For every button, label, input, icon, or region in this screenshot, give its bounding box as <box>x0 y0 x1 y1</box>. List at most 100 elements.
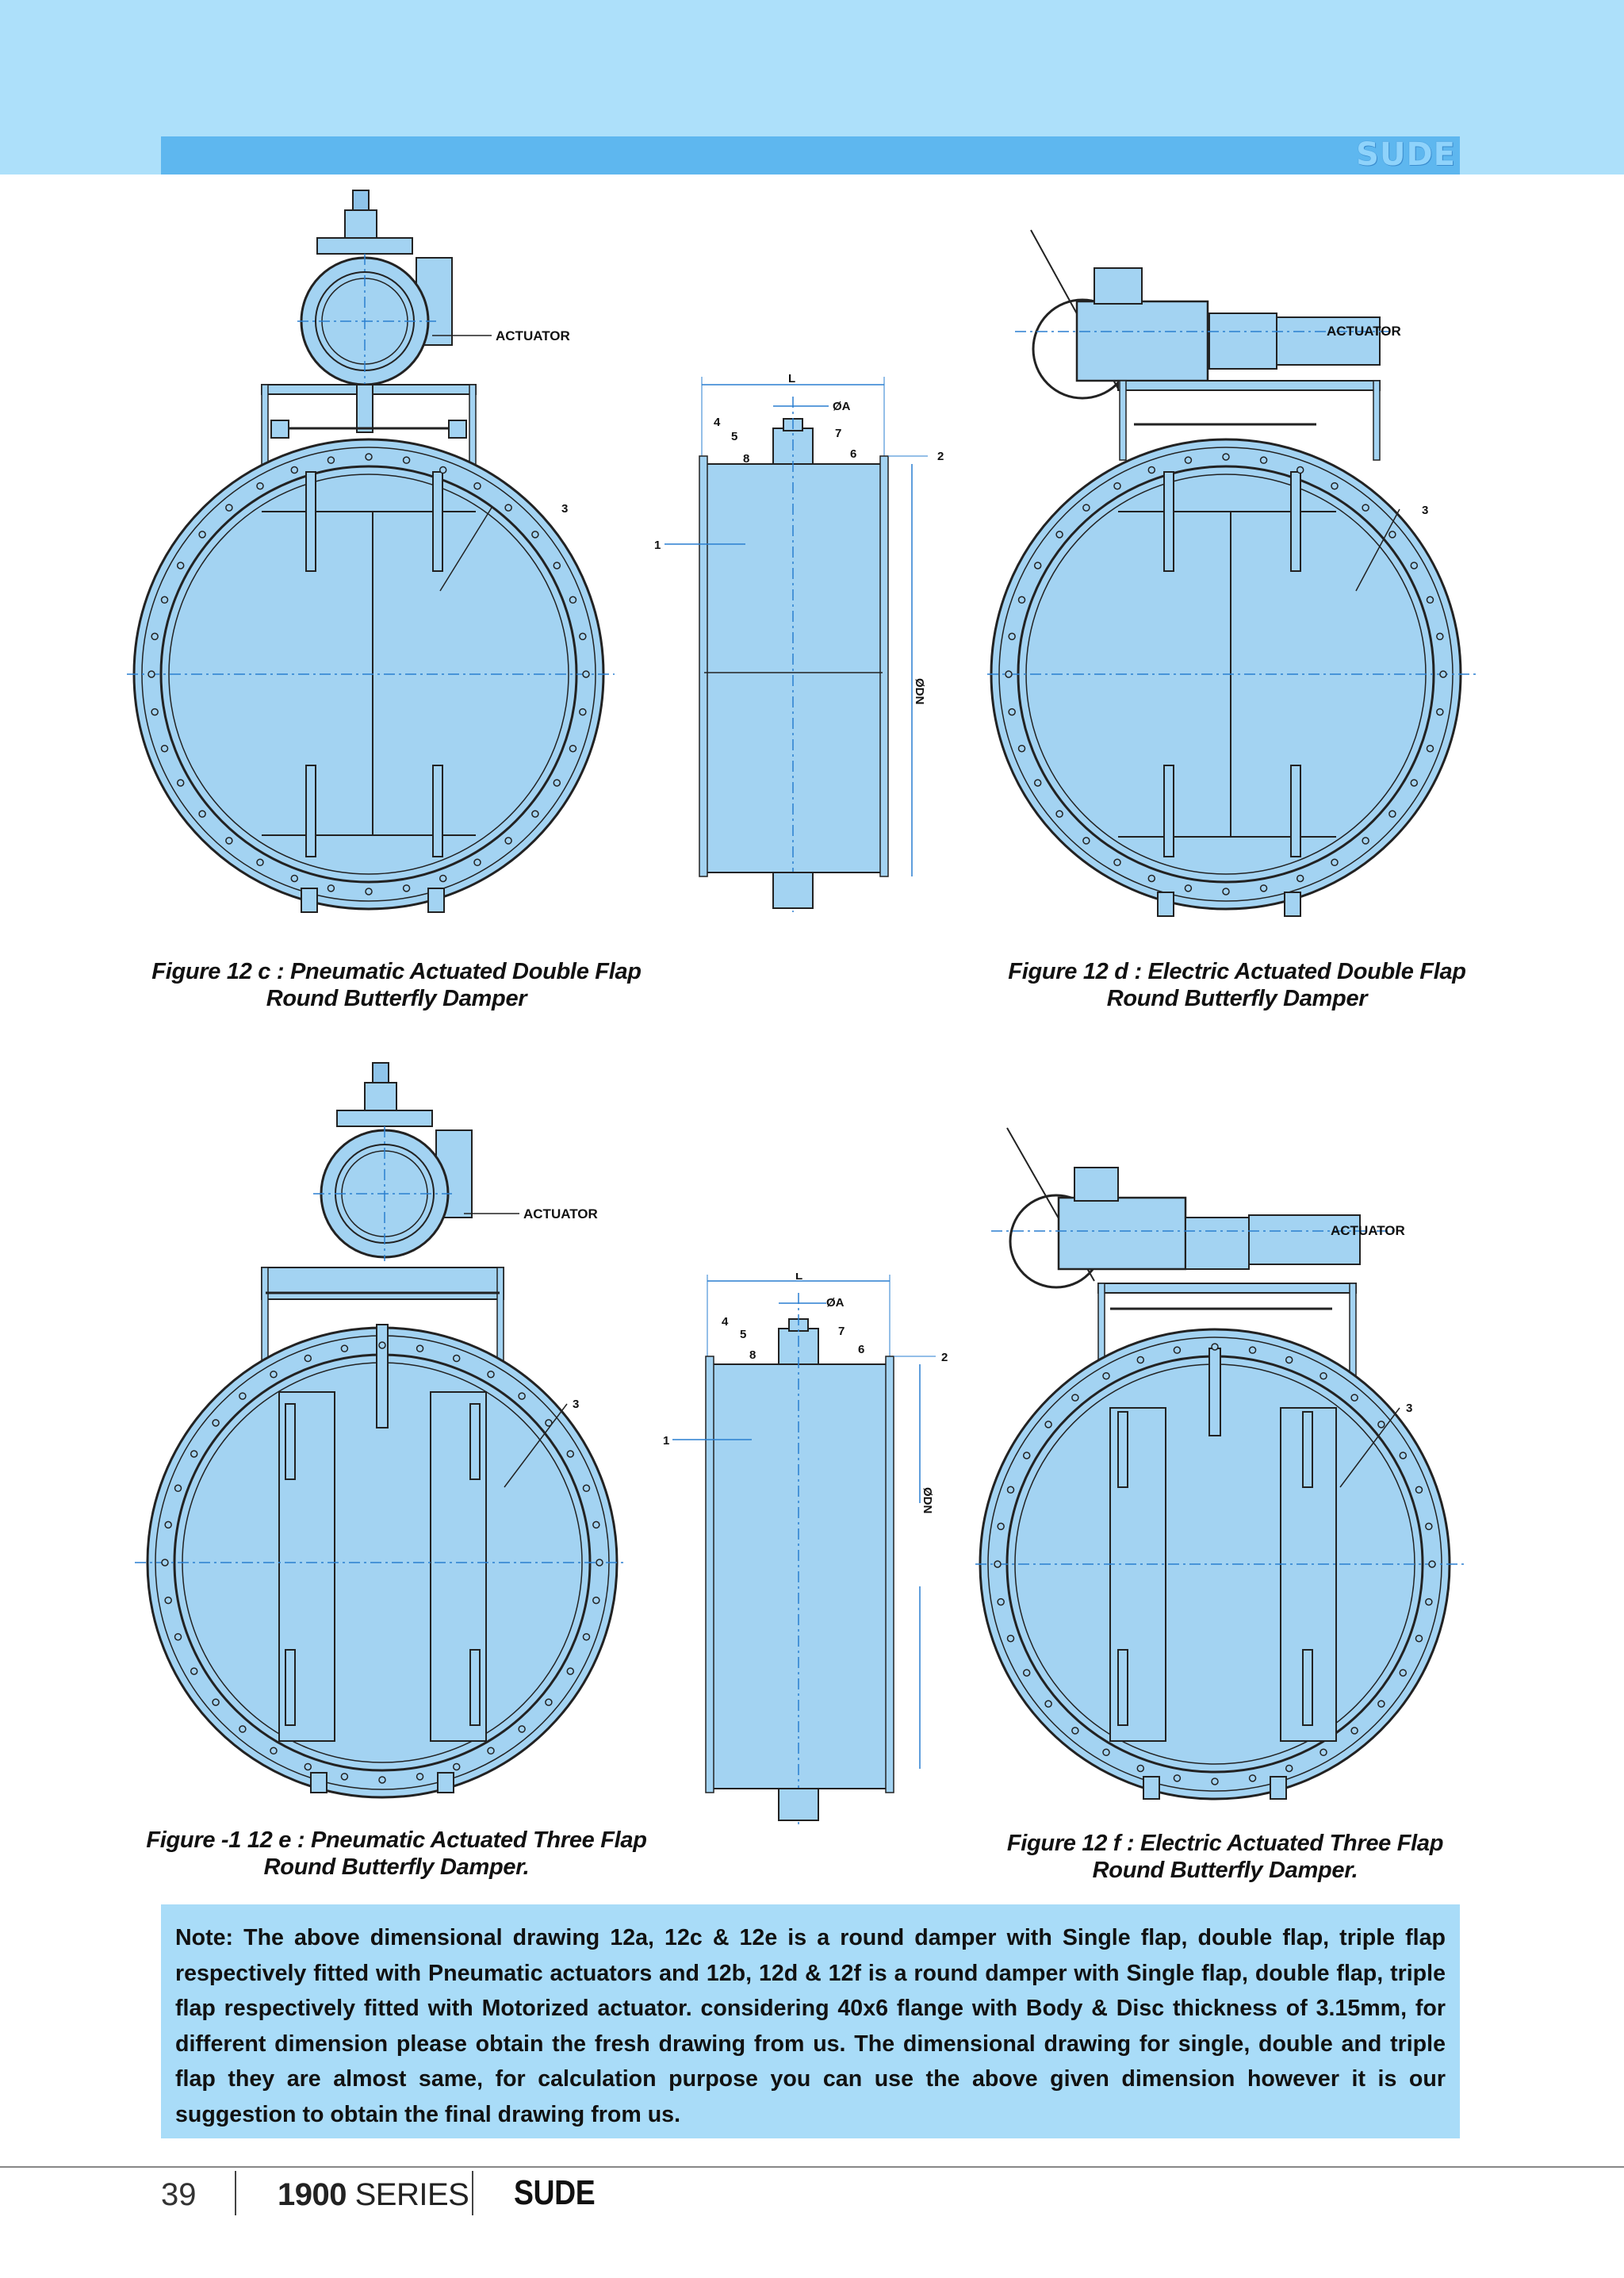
bolt-hole <box>1377 1700 1385 1708</box>
bolt-hole <box>212 1419 220 1427</box>
callout-7: 7 <box>835 427 841 440</box>
header-brand-logo: SUDE <box>1356 136 1456 173</box>
bolt-hole <box>1071 1727 1079 1735</box>
bolt-hole <box>473 481 481 490</box>
bolt-hole <box>1082 504 1090 512</box>
callout-6: 6 <box>858 1343 864 1356</box>
bolt-hole <box>566 1667 575 1675</box>
bolt-hole <box>1055 531 1063 539</box>
footer-separator <box>235 2171 236 2215</box>
bolt-hole <box>340 1344 349 1352</box>
bolt-hole <box>1415 1486 1423 1494</box>
callout-3: 3 <box>1406 1402 1412 1415</box>
bolt-hole <box>487 1370 495 1379</box>
series-number: 1900 <box>278 2177 347 2212</box>
bolt-hole <box>1248 1346 1257 1354</box>
figure-12f-drawing: ACTUATOR 3 <box>967 1110 1491 1808</box>
series-word: SERIES <box>354 2177 469 2212</box>
bolt-hole <box>161 1559 169 1567</box>
bolt-hole <box>1331 858 1339 867</box>
bolt-hole <box>592 1596 600 1605</box>
bolt-hole <box>416 1773 424 1781</box>
side-view-1-drawing: L ØA ØDN 2 1 4 5 8 7 6 <box>642 365 975 920</box>
callout-1: 1 <box>654 539 661 552</box>
bolt-hole <box>198 810 206 818</box>
bolt-hole <box>1362 504 1369 512</box>
dim-A-label: ØA <box>833 400 851 413</box>
bolt-hole <box>504 837 512 845</box>
page-number: 39 <box>161 2177 197 2212</box>
callout-5: 5 <box>740 1328 746 1341</box>
figure-12f-caption: Figure 12 f : Electric Actuated Three Fl… <box>948 1830 1503 1884</box>
callout-2: 2 <box>937 450 944 463</box>
bolt-hole <box>1350 1394 1358 1402</box>
bolt-hole <box>592 1521 600 1529</box>
bolt-hole <box>416 1344 424 1352</box>
bolt-hole <box>1022 1669 1031 1677</box>
bolt-hole <box>1415 1634 1423 1643</box>
dim-DN-label: ØDN <box>921 1487 934 1513</box>
bolt-hole <box>164 1521 172 1529</box>
bolt-hole <box>596 1559 603 1567</box>
bolt-hole <box>1008 632 1016 641</box>
bolt-hole <box>452 1762 461 1771</box>
bolt-hole <box>1006 1634 1015 1643</box>
callout-7: 7 <box>838 1325 845 1338</box>
bolt-hole <box>531 810 539 818</box>
footer-brand-logo: SUDE <box>514 2173 596 2212</box>
bolt-hole <box>1211 1778 1219 1785</box>
figure-12e-drawing: ACTUATOR 3 <box>127 1055 650 1801</box>
bolt-hole <box>225 837 233 845</box>
actuator-label: ACTUATOR <box>1331 1223 1405 1238</box>
bolt-hole <box>1350 1727 1358 1735</box>
callout-3: 3 <box>561 502 568 516</box>
note-box: Note: The above dimensional drawing 12a,… <box>161 1904 1460 2138</box>
bolt-hole <box>1082 837 1090 845</box>
bolt-hole <box>1222 888 1230 895</box>
bolt-hole <box>1006 1486 1015 1494</box>
figure-12c-caption: Figure 12 c : Pneumatic Actuated Double … <box>119 958 674 1012</box>
bolt-hole <box>997 1597 1005 1606</box>
bolt-hole <box>1211 1343 1219 1351</box>
bolt-hole <box>1173 1774 1182 1782</box>
side-view-2-drawing: L ØA ØDN 2 1 4 5 8 7 6 <box>650 1273 983 1828</box>
caption-line-2: Round Butterfly Damper <box>266 986 527 1011</box>
bolt-hole <box>1248 1774 1257 1782</box>
callout-4: 4 <box>722 1315 729 1329</box>
bolt-hole <box>1331 481 1339 490</box>
bolt-hole <box>365 888 373 895</box>
dim-L-label: L <box>788 372 795 385</box>
bolt-hole <box>1055 810 1063 818</box>
callout-3: 3 <box>1422 504 1428 517</box>
bolt-hole <box>553 779 561 787</box>
bolt-hole <box>402 884 411 892</box>
bolt-hole <box>518 1392 526 1400</box>
bolt-hole <box>270 1747 278 1755</box>
caption-line-2: Round Butterfly Damper. <box>1092 1858 1358 1883</box>
bolt-hole <box>304 1762 312 1771</box>
bolt-hole <box>1113 858 1121 867</box>
bolt-hole <box>174 1484 182 1493</box>
bolt-hole <box>147 670 155 678</box>
bolt-hole <box>270 1370 278 1379</box>
figure-12d-drawing: ACTUATOR 3 <box>983 214 1507 928</box>
bolt-hole <box>1184 884 1193 892</box>
caption-line-1: Figure -1 12 e : Pneumatic Actuated Thre… <box>146 1827 647 1853</box>
callout-6: 6 <box>850 447 856 461</box>
bolt-hole <box>579 632 587 641</box>
bolt-hole <box>378 1776 386 1784</box>
actuator-label: ACTUATOR <box>523 1206 598 1221</box>
bolt-hole <box>1428 1560 1436 1568</box>
bolt-hole <box>340 1773 349 1781</box>
bolt-hole <box>439 466 447 474</box>
bolt-hole <box>1005 670 1013 678</box>
bolt-hole <box>1410 779 1419 787</box>
bolt-hole <box>1285 1764 1293 1773</box>
series-label: 1900 SERIES <box>278 2176 469 2214</box>
bolt-hole <box>1439 670 1447 678</box>
bolt-hole <box>151 708 159 716</box>
bolt-hole <box>1184 456 1193 464</box>
caption-line-2: Round Butterfly Damper. <box>263 1854 530 1880</box>
bolt-hole <box>365 453 373 461</box>
bolt-hole <box>174 1632 182 1641</box>
